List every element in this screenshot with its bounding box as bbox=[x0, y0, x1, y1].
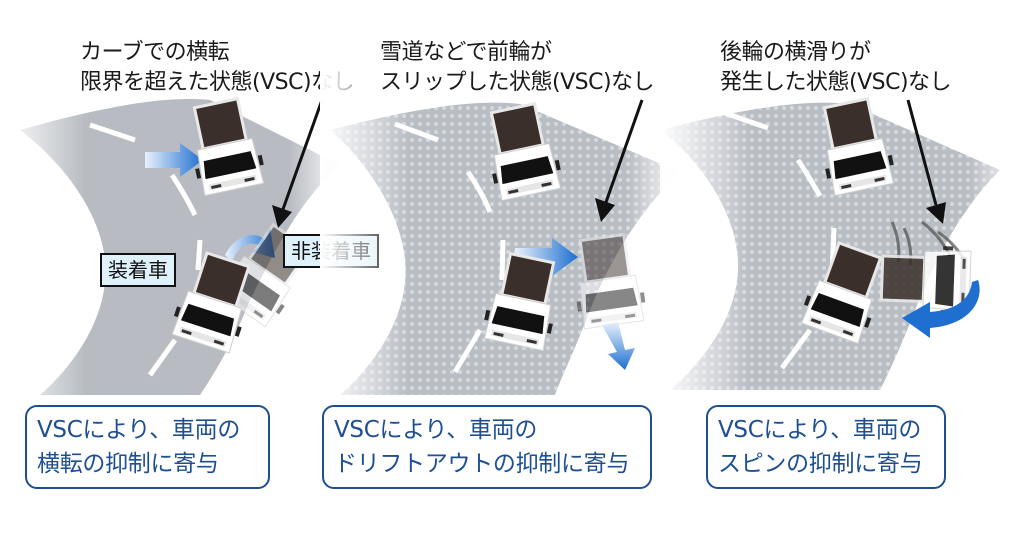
drift-out-scene bbox=[320, 0, 680, 400]
caption-spin: 後輪の横滑りが 発生した状態(VSC)なし bbox=[720, 40, 952, 95]
drift-arrow-icon bbox=[515, 238, 578, 276]
label-equipped: 装着車 bbox=[100, 253, 176, 287]
pointer-arrow bbox=[906, 99, 938, 206]
panel-rollover: カーブでの横転 限界を超えた状態(VSC)なし 装着車 非装着車 VSCにより、… bbox=[0, 0, 379, 546]
rollover-scene bbox=[0, 0, 340, 400]
result-box-rollover: VSCにより、車両の 横転の抑制に寄与 bbox=[25, 405, 270, 489]
pointer-arrowhead-icon bbox=[595, 198, 615, 222]
caption-rollover: カーブでの横転 限界を超えた状態(VSC)なし bbox=[80, 40, 355, 95]
pointer-arrow bbox=[280, 99, 324, 213]
pointer-arrowhead-icon bbox=[926, 202, 946, 224]
panel-drift-out: 雪道などで前輪が スリップした状態(VSC)なし VSCにより、車両の ドリフト… bbox=[320, 0, 680, 546]
motion-arrow-icon bbox=[145, 143, 203, 177]
caption-drift-out: 雪道などで前輪が スリップした状態(VSC)なし bbox=[380, 40, 655, 95]
pointer-arrow bbox=[603, 99, 644, 206]
pointer-arrowhead-icon bbox=[272, 205, 292, 228]
panel-spin: 後輪の横滑りが 発生した状態(VSC)なし VSCにより、車両の スピンの抑制に… bbox=[660, 0, 1023, 546]
slide-arrow-icon bbox=[602, 322, 635, 370]
result-box-drift-out: VSCにより、車両の ドリフトアウトの抑制に寄与 bbox=[322, 405, 652, 489]
spin-arrow-icon bbox=[902, 280, 980, 338]
result-box-spin: VSCにより、車両の スピンの抑制に寄与 bbox=[706, 405, 946, 489]
spin-scene bbox=[660, 0, 1023, 400]
